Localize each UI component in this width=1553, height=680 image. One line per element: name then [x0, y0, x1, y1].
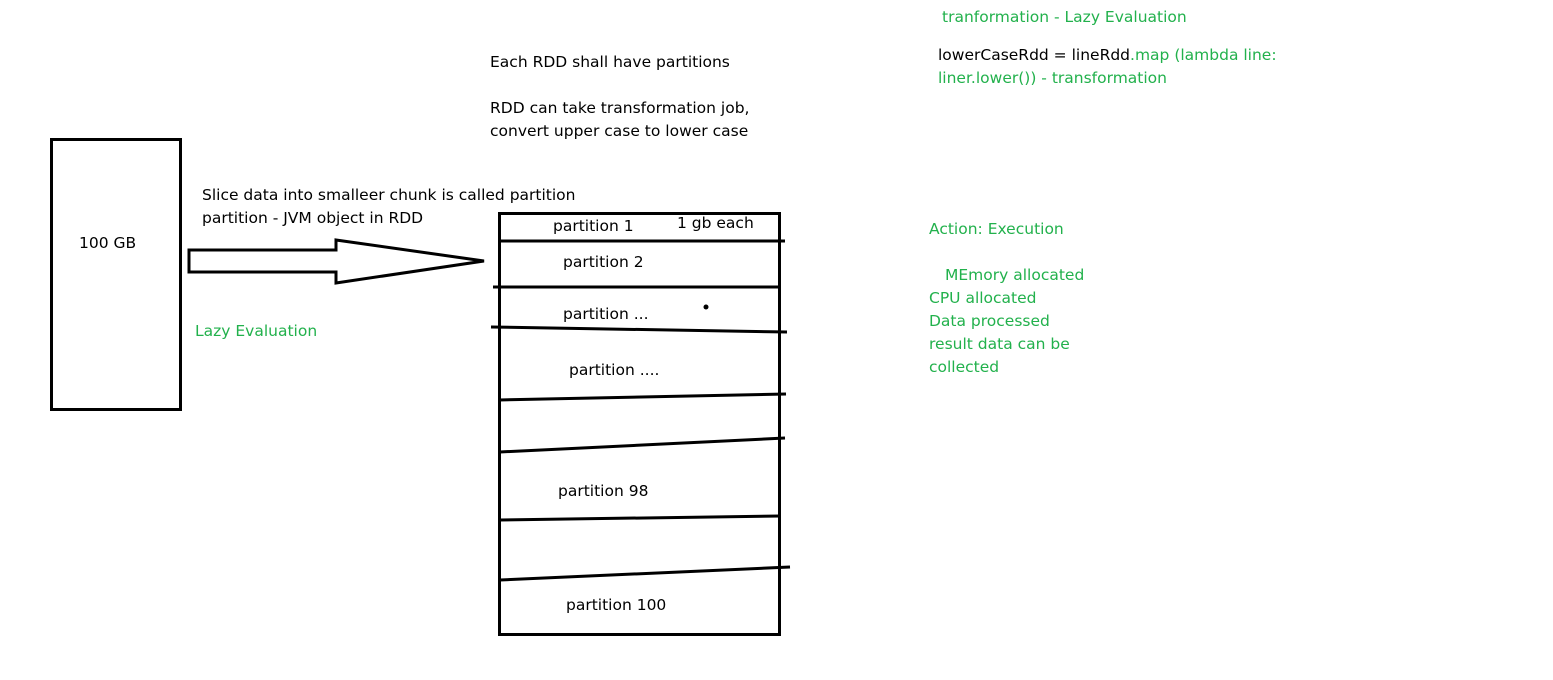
action-item-collected: collected [929, 358, 1000, 376]
transformation-code-line2: liner.lower()) - transformation [938, 69, 1167, 87]
partition-divider [499, 436, 786, 454]
rdd-note-case: convert upper case to lower case [490, 122, 749, 140]
source-data-box [50, 138, 182, 411]
slice-description-line2: partition - JVM object in RDD [202, 209, 424, 227]
stray-dot [703, 304, 709, 310]
partition-label-100: partition 100 [566, 596, 667, 614]
code-map-call: .map (lambda line: [1130, 46, 1277, 64]
partition-size-note: 1 gb each [677, 214, 754, 232]
action-item-result: result data can be [929, 335, 1070, 353]
action-item-memory: MEmory allocated [945, 266, 1085, 284]
slice-description-line1: Slice data into smalleer chunk is called… [202, 186, 576, 204]
partition-label-ellipsis-b: partition .... [569, 361, 660, 379]
transformation-code-line1: lowerCaseRdd = lineRdd.map (lambda line: [938, 44, 1277, 67]
source-box-label: 100 GB [79, 234, 137, 252]
rdd-partition-box [498, 212, 781, 636]
action-item-cpu: CPU allocated [929, 289, 1037, 307]
lazy-evaluation-label: Lazy Evaluation [195, 322, 318, 340]
rdd-note-partitions: Each RDD shall have partitions [490, 53, 730, 71]
partition-divider [499, 565, 791, 582]
rdd-note-transformation: RDD can take transformation job, [490, 99, 750, 117]
partition-divider [490, 325, 788, 334]
code-rdd-assignment: lowerCaseRdd = lineRdd [938, 46, 1131, 64]
action-heading: Action: Execution [929, 220, 1064, 238]
partition-label-ellipsis-a: partition ... [563, 305, 649, 323]
action-item-data: Data processed [929, 312, 1050, 330]
partition-label-98: partition 98 [558, 482, 649, 500]
partition-divider [498, 392, 787, 402]
split-arrow [187, 238, 485, 285]
partition-label-1: partition 1 [553, 217, 634, 235]
partition-label-2: partition 2 [563, 253, 644, 271]
partition-divider [499, 514, 781, 522]
transformation-heading: tranformation - Lazy Evaluation [942, 8, 1187, 26]
